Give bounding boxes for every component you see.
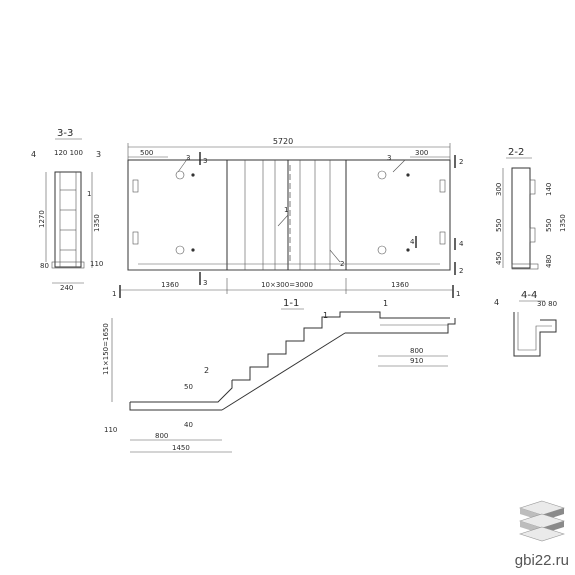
label-section-2-2: 2-2 bbox=[508, 147, 524, 158]
mark-1-s11: 1 bbox=[323, 311, 328, 320]
watermark: gbi22.ru bbox=[515, 499, 569, 569]
arrow-1-right: 1 bbox=[456, 290, 460, 298]
dim-3-3-110: 110 bbox=[90, 260, 103, 268]
label-section-3-3: 3-3 bbox=[57, 128, 73, 139]
dim-2-2-140: 140 bbox=[545, 183, 553, 196]
dim-2-2-300: 300 bbox=[495, 183, 503, 196]
dim-3-3-80: 80 bbox=[40, 262, 49, 270]
arrow-4-inner: 4 bbox=[410, 238, 415, 246]
stacked-slabs-logo-icon bbox=[518, 500, 565, 542]
section-2-2: 2-2 300 550 450 140 550 1350 480 bbox=[495, 147, 567, 270]
dim-3-3-240: 240 bbox=[60, 284, 73, 292]
mark-3-left: 3 bbox=[186, 154, 190, 162]
mark-2-s11: 2 bbox=[204, 366, 209, 375]
plan-dimensions: 5720 500 300 1360 10×300=3000 1360 3 3 2… bbox=[112, 137, 464, 298]
dim-1-1-800-bottom: 800 bbox=[155, 432, 168, 440]
dim-total-length: 5720 bbox=[273, 137, 293, 146]
mark-4-s33: 4 bbox=[31, 150, 36, 159]
section-1-1: 1-1 11×150=1650 800 1450 800 910 50 110 … bbox=[102, 298, 456, 453]
dim-4-4: 30 80 bbox=[537, 300, 557, 308]
mark-4-s44: 4 bbox=[494, 298, 499, 307]
mark-1-plan: 1 bbox=[284, 206, 288, 214]
mark-3-right: 3 bbox=[387, 154, 391, 162]
dim-1-1-rise: 11×150=1650 bbox=[102, 323, 110, 375]
dim-1-1-40: 40 bbox=[184, 421, 193, 429]
section-3-3: 3-3 1270 1350 120 100 4 3 1 80 110 240 bbox=[31, 128, 103, 292]
dim-bottom-right: 1360 bbox=[391, 281, 409, 289]
mark-3-s33: 3 bbox=[96, 150, 101, 159]
arrow-3-top: 3 bbox=[203, 157, 207, 165]
arrow-1-left: 1 bbox=[112, 290, 116, 298]
dim-1-1-110: 110 bbox=[104, 426, 117, 434]
arrow-2-bottom: 2 bbox=[459, 267, 463, 275]
arrow-2-top: 2 bbox=[459, 158, 463, 166]
arrow-4-right: 4 bbox=[459, 240, 464, 248]
dim-2-2-480: 480 bbox=[545, 255, 553, 268]
section-4-4: 4-4 4 30 80 bbox=[494, 290, 557, 357]
watermark-site: gbi22.ru bbox=[514, 552, 569, 569]
dim-bottom-mid: 10×300=3000 bbox=[261, 281, 313, 289]
dim-1-1-910: 910 bbox=[410, 357, 423, 365]
dim-bottom-left: 1360 bbox=[161, 281, 179, 289]
dim-1-1-50: 50 bbox=[184, 383, 193, 391]
label-section-1-1: 1-1 bbox=[283, 298, 299, 309]
mark-1-s11b: 1 bbox=[383, 299, 388, 308]
mark-1-s33: 1 bbox=[87, 190, 91, 198]
dim-1-1-1450: 1450 bbox=[172, 444, 190, 452]
dim-top-right: 300 bbox=[415, 149, 428, 157]
arrow-3-bottom: 3 bbox=[203, 279, 207, 287]
plan-view bbox=[119, 152, 456, 298]
mark-2-plan: 2 bbox=[340, 260, 344, 268]
dim-1-1-800-top: 800 bbox=[410, 347, 423, 355]
dim-2-2-550b: 550 bbox=[545, 219, 553, 232]
dim-2-2-1350: 1350 bbox=[559, 214, 567, 232]
dim-top-left: 500 bbox=[140, 149, 153, 157]
dim-2-2-450: 450 bbox=[495, 252, 503, 265]
dim-3-3-1270: 1270 bbox=[38, 210, 46, 228]
label-section-4-4: 4-4 bbox=[521, 290, 537, 301]
dim-3-3-1350: 1350 bbox=[93, 214, 101, 232]
dim-2-2-550: 550 bbox=[495, 219, 503, 232]
dim-3-3-top: 120 100 bbox=[54, 149, 83, 157]
